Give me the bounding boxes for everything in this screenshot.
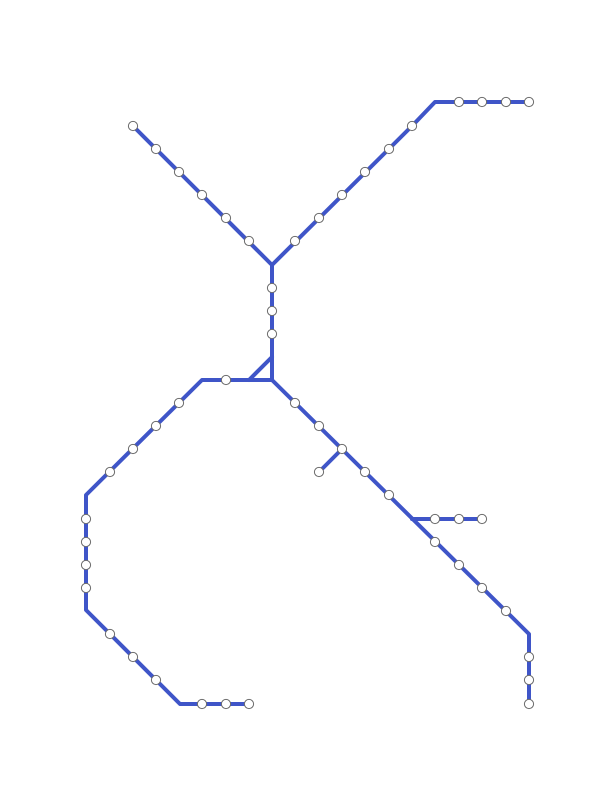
station-marker[interactable]: [243, 698, 255, 710]
station-marker[interactable]: [80, 582, 92, 594]
station-marker[interactable]: [289, 397, 301, 409]
station-marker[interactable]: [429, 513, 441, 525]
station-marker[interactable]: [313, 466, 325, 478]
station-marker[interactable]: [453, 559, 465, 571]
track-short-spur: [317, 447, 344, 474]
station-marker[interactable]: [104, 628, 116, 640]
station-marker[interactable]: [266, 282, 278, 294]
station-marker[interactable]: [476, 582, 488, 594]
station-marker[interactable]: [406, 120, 418, 132]
station-marker[interactable]: [127, 443, 139, 455]
track-southwest-branch: [84, 378, 274, 706]
station-marker[interactable]: [313, 212, 325, 224]
station-marker[interactable]: [173, 397, 185, 409]
station-marker[interactable]: [266, 305, 278, 317]
station-marker[interactable]: [127, 651, 139, 663]
station-marker[interactable]: [220, 698, 232, 710]
station-marker[interactable]: [476, 96, 488, 108]
station-marker[interactable]: [476, 513, 488, 525]
station-marker[interactable]: [523, 674, 535, 686]
station-marker[interactable]: [500, 96, 512, 108]
station-marker[interactable]: [523, 651, 535, 663]
station-marker[interactable]: [289, 235, 301, 247]
station-marker[interactable]: [383, 143, 395, 155]
track-southeast-branch: [270, 378, 531, 706]
station-marker[interactable]: [127, 120, 139, 132]
station-marker[interactable]: [104, 466, 116, 478]
station-marker[interactable]: [313, 420, 325, 432]
station-marker[interactable]: [150, 143, 162, 155]
station-marker[interactable]: [80, 513, 92, 525]
station-marker[interactable]: [336, 189, 348, 201]
track-northeast-branch: [270, 100, 531, 267]
station-marker[interactable]: [336, 443, 348, 455]
station-marker[interactable]: [359, 466, 371, 478]
station-marker[interactable]: [150, 420, 162, 432]
station-marker[interactable]: [196, 189, 208, 201]
track-lines: [84, 100, 531, 706]
station-marker[interactable]: [266, 328, 278, 340]
station-marker[interactable]: [220, 212, 232, 224]
station-marker[interactable]: [453, 96, 465, 108]
station-marker[interactable]: [500, 605, 512, 617]
stations-layer: [80, 96, 535, 710]
station-marker[interactable]: [429, 536, 441, 548]
station-marker[interactable]: [150, 674, 162, 686]
station-marker[interactable]: [80, 536, 92, 548]
station-marker[interactable]: [173, 166, 185, 178]
station-marker[interactable]: [359, 166, 371, 178]
station-marker[interactable]: [383, 489, 395, 501]
station-marker[interactable]: [196, 698, 208, 710]
track-junction-connector: [247, 355, 274, 382]
station-marker[interactable]: [523, 698, 535, 710]
station-marker[interactable]: [243, 235, 255, 247]
station-marker[interactable]: [220, 374, 232, 386]
station-marker[interactable]: [80, 559, 92, 571]
station-marker[interactable]: [453, 513, 465, 525]
station-marker[interactable]: [523, 96, 535, 108]
